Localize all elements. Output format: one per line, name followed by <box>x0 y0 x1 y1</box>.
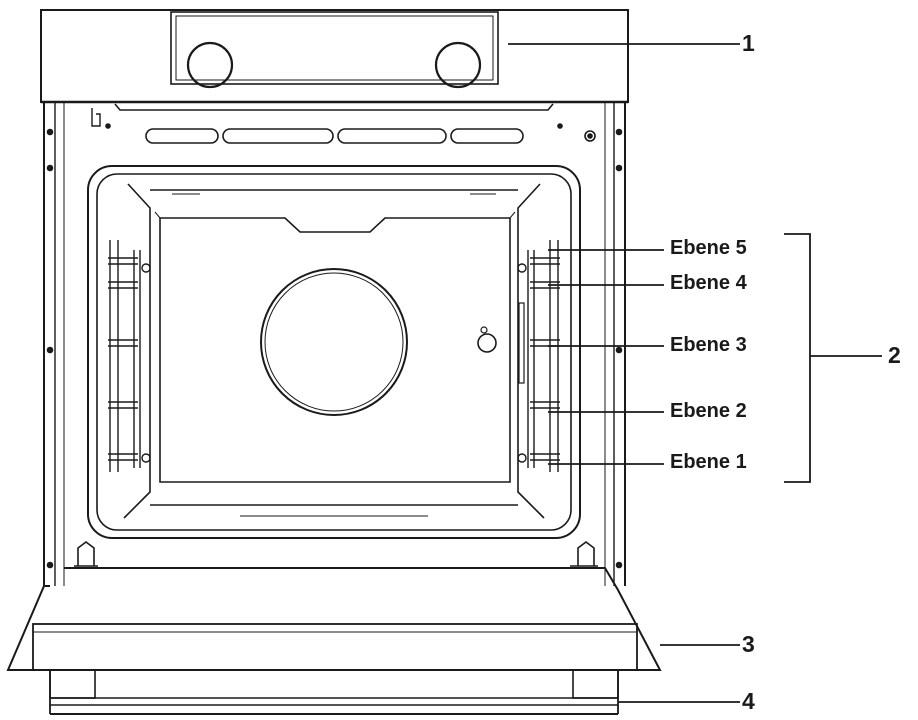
control-panel <box>40 9 629 104</box>
shelf-level-2-label: Ebene 2 <box>670 400 747 422</box>
right-knob-icon <box>434 41 482 89</box>
oven-cavity <box>87 165 581 539</box>
oven-body <box>43 102 626 586</box>
door-bottom <box>49 669 619 715</box>
vent-slot <box>450 128 524 144</box>
fan-cover-icon <box>260 268 408 416</box>
callout-2-label: 2 <box>888 342 901 368</box>
left-knob-icon <box>186 41 234 89</box>
oven-light-icon <box>477 333 497 353</box>
vent-slot <box>145 128 219 144</box>
shelf-level-5-label: Ebene 5 <box>670 237 747 259</box>
right-shelf-rails <box>517 240 560 472</box>
callout-lines <box>508 43 882 703</box>
shelf-level-4-label: Ebene 4 <box>670 272 747 294</box>
levels-bracket <box>784 233 811 483</box>
callout-3-label: 3 <box>742 631 755 657</box>
oven-door <box>6 567 662 671</box>
shelf-level-3-label: Ebene 3 <box>670 334 747 356</box>
vent-slot <box>337 128 447 144</box>
door-hinges <box>64 541 605 569</box>
vent-slot <box>222 128 334 144</box>
callout-4-label: 4 <box>742 688 755 714</box>
callout-1-label: 1 <box>742 30 755 56</box>
left-shelf-rails <box>108 240 151 472</box>
shelf-level-1-label: Ebene 1 <box>670 451 747 473</box>
